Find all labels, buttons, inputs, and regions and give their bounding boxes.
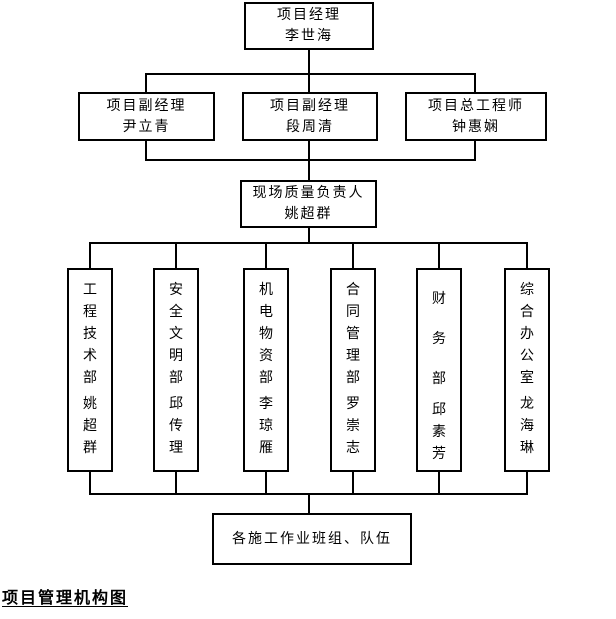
connector-line <box>89 472 91 493</box>
connector-line <box>352 242 354 268</box>
diagram-caption: 项目管理机构图 <box>2 590 129 607</box>
dept-contract-management-head: 罗崇志 <box>346 397 360 456</box>
connector-line <box>474 141 476 159</box>
site-quality-lead-box: 现场质量负责人 姚超群 <box>240 180 377 228</box>
connector-line <box>145 159 476 161</box>
dept-contract-management-label: 合同管理部 <box>346 283 360 386</box>
project-manager-name: 李世海 <box>285 29 333 44</box>
deputy-manager-2-name: 段周清 <box>286 119 334 135</box>
dept-engineering-tech-label: 工程技术部 <box>83 283 97 386</box>
connector-line <box>89 242 91 268</box>
connector-line <box>438 242 440 268</box>
dept-safety-civility-head: 邱传理 <box>169 397 183 456</box>
dept-finance-box: 财务部 邱素芳 <box>416 268 462 472</box>
connector-line <box>474 73 476 92</box>
dept-mechanical-materials-head: 李琼雁 <box>259 397 273 456</box>
chief-engineer-box: 项目总工程师 钟惠娴 <box>405 92 547 141</box>
work-teams-box: 各施工作业班组、队伍 <box>212 513 412 565</box>
connector-line <box>145 73 476 75</box>
dept-finance-head: 邱素芳 <box>432 403 446 462</box>
connector-line <box>145 73 147 92</box>
project-manager-role: 项目经理 <box>277 8 341 23</box>
deputy-manager-2-box: 项目副经理 段周清 <box>242 92 378 141</box>
connector-line <box>308 141 310 159</box>
dept-engineering-tech-head: 姚超群 <box>83 397 97 456</box>
connector-line <box>175 242 177 268</box>
deputy-manager-1-box: 项目副经理 尹立青 <box>78 92 215 141</box>
dept-general-office-head: 龙海琳 <box>520 397 534 456</box>
connector-line <box>438 472 440 493</box>
connector-line <box>352 472 354 493</box>
chief-engineer-role: 项目总工程师 <box>428 98 524 114</box>
connector-line <box>265 472 267 493</box>
connector-line <box>175 472 177 493</box>
connector-line <box>145 141 147 159</box>
deputy-manager-2-role: 项目副经理 <box>270 98 350 114</box>
dept-safety-civility-label: 安全文明部 <box>169 283 183 386</box>
connector-line <box>308 73 310 92</box>
chief-engineer-name: 钟惠娴 <box>452 119 500 135</box>
dept-finance-label: 财务部 <box>432 292 446 387</box>
connector-line <box>308 159 310 180</box>
dept-engineering-tech-box: 工程技术部 姚超群 <box>67 268 113 472</box>
work-teams-label: 各施工作业班组、队伍 <box>232 531 392 547</box>
deputy-manager-1-name: 尹立青 <box>122 119 171 135</box>
connector-line <box>526 472 528 493</box>
deputy-manager-1-role: 项目副经理 <box>106 98 187 114</box>
site-quality-lead-name: 姚超群 <box>284 207 333 222</box>
connector-line <box>308 493 310 513</box>
project-manager-box: 项目经理 李世海 <box>244 2 374 50</box>
dept-general-office-label: 综合办公室 <box>520 283 534 386</box>
dept-mechanical-materials-box: 机电物资部 李琼雁 <box>243 268 289 472</box>
connector-line <box>89 242 528 244</box>
dept-general-office-box: 综合办公室 龙海琳 <box>504 268 550 472</box>
dept-mechanical-materials-label: 机电物资部 <box>259 283 273 386</box>
dept-safety-civility-box: 安全文明部 邱传理 <box>153 268 199 472</box>
connector-line <box>265 242 267 268</box>
dept-contract-management-box: 合同管理部 罗崇志 <box>330 268 376 472</box>
connector-line <box>308 228 310 242</box>
site-quality-lead-role: 现场质量负责人 <box>252 186 365 201</box>
connector-line <box>526 242 528 268</box>
connector-line <box>308 50 310 73</box>
